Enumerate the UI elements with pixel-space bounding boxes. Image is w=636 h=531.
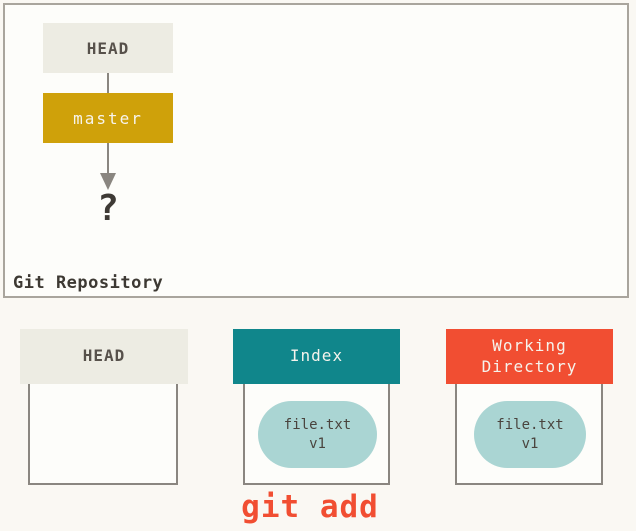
- head-to-master-connector-line: [107, 73, 109, 93]
- index-file-blob: file.txt v1: [258, 401, 377, 468]
- arrowhead-icon: [100, 173, 116, 190]
- head-pointer-box: HEAD: [43, 23, 173, 73]
- working-directory-column-header: Working Directory: [446, 329, 613, 384]
- git-add-command-label: git add: [241, 489, 379, 525]
- master-branch-box: master: [43, 93, 173, 143]
- pending-commit-question-mark: ?: [97, 188, 119, 229]
- git-repository-panel: HEAD master ? Git Repository: [3, 3, 629, 298]
- index-column-header: Index: [233, 329, 400, 384]
- git-repository-label: Git Repository: [13, 273, 164, 293]
- head-column-header: HEAD: [20, 329, 188, 384]
- master-to-commit-arrow-line: [107, 143, 109, 174]
- head-column-box: [28, 382, 178, 485]
- working-directory-file-blob: file.txt v1: [474, 401, 586, 468]
